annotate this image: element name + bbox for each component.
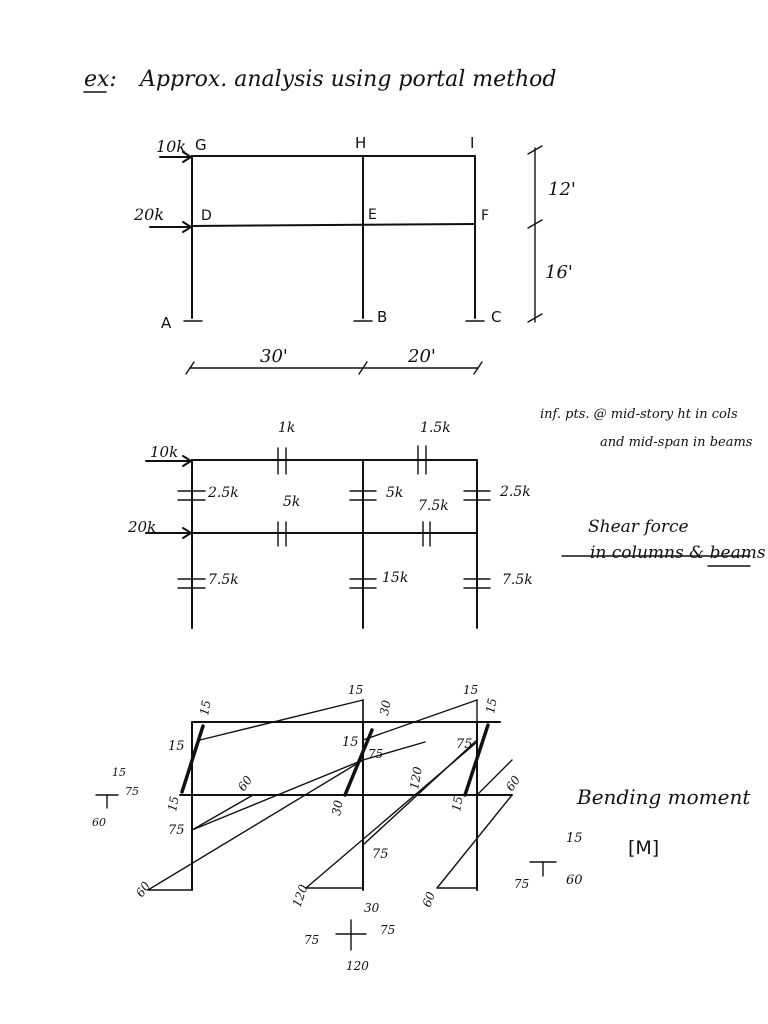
height-upper: 12' [548, 179, 576, 200]
shear-col-lower-right: 7.5k [502, 572, 533, 588]
shear-label-line2: in columns & beams [590, 543, 766, 563]
node-h: H [355, 134, 366, 152]
joint-right-top: 15 [566, 831, 583, 846]
shear-col-upper-mid: 5k [386, 485, 403, 501]
moment-label-line1: Bending moment [576, 785, 751, 809]
node-a: A [161, 314, 172, 332]
joint-center-right: 75 [380, 923, 395, 937]
shear-label-line1: Shear force [588, 517, 689, 537]
m-mid-right-col-top: 75 [456, 737, 473, 752]
m-mid-mid-col-top: 15 [342, 735, 359, 750]
m-base-right: 60 [420, 890, 439, 909]
node-d: D [201, 208, 212, 224]
height-lower: 16' [545, 262, 573, 283]
m-top-right-col: 15 [483, 697, 499, 714]
m-left-beam-d: 60 [235, 773, 255, 794]
m-top-right-beam: 15 [463, 683, 478, 697]
node-g: G [195, 136, 207, 154]
m-left-col-d: 15 [165, 795, 181, 812]
inflection-note-line2: and mid-span in beams [600, 435, 753, 450]
shear-col-upper-right: 2.5k [499, 484, 531, 500]
span-left: 30' [260, 346, 288, 367]
m-top-left-col: 15 [197, 699, 213, 716]
frame-diagram [149, 145, 543, 375]
m-mid-beam-30: 30 [329, 799, 346, 817]
joint-left-right: 75 [125, 785, 139, 798]
m-base-left: 60 [133, 879, 153, 900]
m-right-col-15: 15 [449, 795, 465, 812]
m-top-mid-col: 30 [377, 699, 394, 717]
title-prefix: ex: [84, 67, 117, 92]
joint-free-bodies: 15 75 60 15 75 60 30 75 75 120 [92, 766, 583, 973]
m-left-col-d2: 75 [168, 823, 185, 838]
shear-col-upper-left: 2.5k [207, 485, 239, 501]
span-right: 20' [407, 346, 436, 367]
shear-diagram [145, 445, 751, 629]
shear-col-lower-mid: 15k [382, 570, 408, 586]
shear-load-top: 10k [150, 443, 178, 461]
shear-beam-top-right: 1.5k [420, 420, 451, 436]
node-i: I [470, 134, 474, 152]
m-mid-col-75: 75 [372, 847, 389, 862]
moment-values: 15 15 15 30 15 15 15 75 75 15 60 75 30 1… [133, 683, 523, 909]
moment-diagram [95, 699, 557, 951]
node-c: C [491, 308, 501, 326]
joint-left-top: 15 [112, 766, 126, 779]
m-mid-beam-120: 120 [407, 765, 425, 790]
moment-label-line2: [M] [628, 837, 659, 859]
node-e: E [368, 207, 377, 223]
node-b: B [377, 308, 387, 326]
shear-beam-mid-left: 5k [283, 494, 300, 510]
shear-load-mid: 20k [127, 518, 156, 536]
joint-right-bottom: 60 [566, 873, 583, 888]
joint-left-bottom: 60 [92, 816, 106, 829]
inflection-note-line1: inf. pts. @ mid-story ht in cols [540, 407, 738, 422]
m-top-mid-beam: 15 [348, 683, 363, 697]
shear-beam-top-left: 1k [278, 420, 295, 436]
m-right-beam-60: 60 [503, 773, 523, 794]
m-mid-75a: 75 [368, 747, 383, 761]
joint-right-left: 75 [514, 877, 529, 891]
shear-beam-mid-right: 7.5k [418, 498, 449, 514]
joint-center-bottom: 120 [346, 959, 369, 973]
joint-center-top: 30 [364, 901, 380, 915]
node-f: F [481, 208, 489, 224]
title-text: Approx. analysis using portal method [138, 67, 556, 92]
load-mid-label: 20k [133, 205, 164, 224]
m-top-left-beam: 15 [168, 739, 185, 754]
joint-center-left: 75 [304, 933, 319, 947]
shear-col-lower-left: 7.5k [208, 572, 239, 588]
load-top-label: 10k [156, 137, 186, 156]
